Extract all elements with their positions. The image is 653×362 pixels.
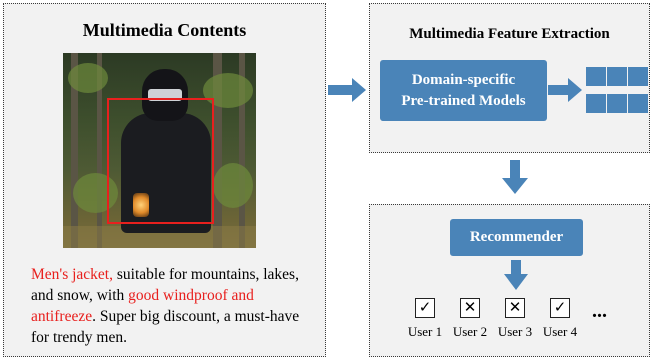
model-line-2: Pre-trained Models (401, 93, 526, 109)
description-text-1: suitable for mountains, lakes, and snow,… (31, 266, 299, 304)
user-4: ✓ User 4 (538, 298, 582, 340)
user-label: User 2 (452, 324, 488, 339)
description-text-2: . Super big discount, a must-have for tr… (31, 308, 300, 346)
product-description: Men's jacket, suitable for mountains, la… (31, 264, 321, 348)
jacket-bounding-box (107, 98, 214, 224)
user-label: User 4 (542, 324, 578, 339)
description-highlight-2: good windproof and antifreeze (31, 287, 254, 325)
cross-icon: ✕ (505, 298, 525, 318)
check-icon: ✓ (415, 298, 435, 318)
user-label: User 3 (497, 324, 533, 339)
multimedia-contents-title: Multimedia Contents (82, 20, 247, 40)
cross-icon: ✕ (460, 298, 480, 318)
product-photo (63, 53, 256, 248)
user-3: ✕ User 3 (493, 298, 537, 340)
feature-extraction-title: Multimedia Feature Extraction (409, 26, 610, 42)
user-1: ✓ User 1 (403, 298, 447, 340)
arrow-down-icon (502, 160, 528, 194)
arrow-down-icon (504, 260, 528, 290)
pretrained-models-box: Domain-specific Pre-trained Models (380, 60, 547, 121)
arrow-right-icon (548, 78, 582, 102)
model-line-1: Domain-specific (411, 72, 516, 88)
recommender-box: Recommender (450, 219, 583, 256)
check-icon: ✓ (550, 298, 570, 318)
user-label: User 1 (407, 324, 443, 339)
description-highlight-1: Men's jacket, (31, 266, 113, 283)
more-users-ellipsis: ... (592, 300, 607, 322)
arrow-right-icon (328, 78, 366, 102)
user-2: ✕ User 2 (448, 298, 492, 340)
